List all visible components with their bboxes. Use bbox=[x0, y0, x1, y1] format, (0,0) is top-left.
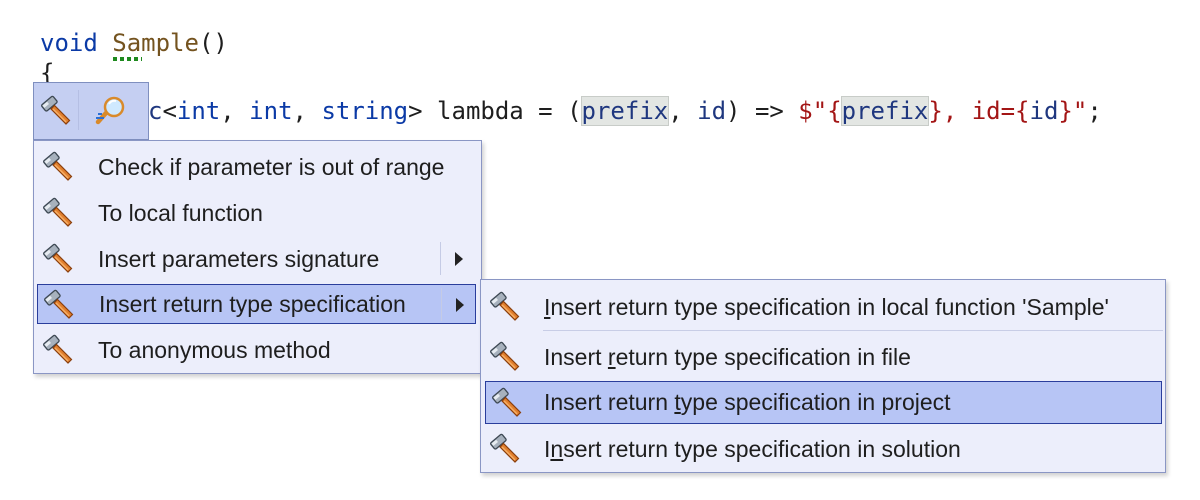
type-string: string bbox=[321, 97, 409, 125]
submenu-item-project[interactable]: Insert return type specification in proj… bbox=[485, 381, 1162, 424]
hammer-icon bbox=[44, 289, 74, 319]
interp-string-mid: }, id={ bbox=[928, 97, 1030, 125]
submenu-divider bbox=[543, 330, 1163, 331]
hammer-icon bbox=[43, 197, 73, 227]
code-line-signature: void Sample() bbox=[40, 28, 228, 58]
semicolon: ; bbox=[1087, 97, 1102, 125]
submenu-item-label: Insert return type specification in file bbox=[544, 343, 911, 370]
chevron-right-icon[interactable] bbox=[456, 298, 464, 312]
lambda-decl: > lambda = ( bbox=[408, 97, 582, 125]
open-brace: { bbox=[40, 59, 55, 87]
hammer-icon bbox=[490, 291, 520, 321]
method-name: Sample bbox=[112, 29, 199, 57]
magnifier-icon[interactable] bbox=[94, 94, 130, 128]
hammer-icon bbox=[43, 151, 73, 181]
comma: , bbox=[220, 97, 250, 125]
access-key: r bbox=[607, 343, 616, 370]
submenu-item-label: Insert return type specification in proj… bbox=[544, 389, 951, 415]
hammer-icon[interactable] bbox=[41, 95, 73, 127]
menu-item-label: To anonymous method bbox=[98, 336, 331, 363]
menu-item-label: Insert parameters signature bbox=[98, 245, 380, 272]
comma: , bbox=[668, 97, 698, 125]
interp-string-start: $"{ bbox=[798, 97, 842, 125]
menu-item-label: Check if parameter is out of range bbox=[98, 153, 445, 180]
submenu-item-solution[interactable]: Insert return type specification in solu… bbox=[484, 429, 1162, 469]
type-int-2: int bbox=[249, 97, 293, 125]
angle-open: < bbox=[162, 97, 177, 125]
access-key: t bbox=[674, 389, 681, 415]
chevron-right-icon[interactable] bbox=[455, 252, 463, 266]
suggestion-squiggle bbox=[113, 57, 142, 61]
param-id: id bbox=[697, 97, 727, 125]
menu-item-label: To local function bbox=[98, 199, 263, 226]
access-key: n bbox=[550, 435, 564, 462]
comma: , bbox=[292, 97, 322, 125]
menu-item-insert-params-signature[interactable]: Insert parameters signature bbox=[37, 239, 476, 279]
submenu-item-label: Insert return type specification in loca… bbox=[544, 293, 1109, 320]
menu-item-label: Insert return type specification bbox=[99, 290, 406, 317]
keyword-void: void bbox=[40, 29, 98, 57]
interp-id: id bbox=[1029, 97, 1059, 125]
submenu-separator bbox=[441, 288, 442, 321]
hammer-icon bbox=[43, 334, 73, 364]
submenu-item-file[interactable]: Insert return type specification in file bbox=[484, 337, 1162, 377]
code-line-brace: { bbox=[40, 58, 54, 88]
code-line-lambda: c<int, int, string> lambda = (prefix, id… bbox=[148, 96, 1102, 126]
parens: () bbox=[198, 29, 228, 57]
quick-actions-menu: Check if parameter is out of range To lo… bbox=[33, 140, 482, 374]
interp-prefix-highlight: prefix bbox=[840, 96, 930, 126]
submenu-separator bbox=[440, 242, 441, 275]
hammer-icon bbox=[492, 387, 522, 417]
access-key: I bbox=[544, 293, 551, 320]
menu-item-to-local-function[interactable]: To local function bbox=[37, 193, 476, 233]
menu-item-insert-return-type[interactable]: Insert return type specification bbox=[37, 284, 476, 324]
hammer-icon bbox=[490, 433, 520, 463]
interp-string-end: }" bbox=[1058, 97, 1088, 125]
hammer-icon bbox=[490, 341, 520, 371]
param-prefix-highlight: prefix bbox=[580, 96, 670, 126]
quick-actions-bulb[interactable] bbox=[33, 82, 149, 140]
menu-item-to-anonymous-method[interactable]: To anonymous method bbox=[37, 330, 476, 370]
return-type-submenu: Insert return type specification in loca… bbox=[480, 279, 1166, 473]
menu-item-check-range[interactable]: Check if parameter is out of range bbox=[37, 147, 476, 187]
type-fragment: c bbox=[148, 97, 163, 125]
bulb-separator bbox=[78, 90, 79, 130]
submenu-item-label: Insert return type specification in solu… bbox=[544, 435, 961, 462]
submenu-item-local-function[interactable]: Insert return type specification in loca… bbox=[484, 287, 1162, 327]
lambda-arrow: ) => bbox=[726, 97, 799, 125]
hammer-icon bbox=[43, 243, 73, 273]
type-int-1: int bbox=[176, 97, 221, 125]
